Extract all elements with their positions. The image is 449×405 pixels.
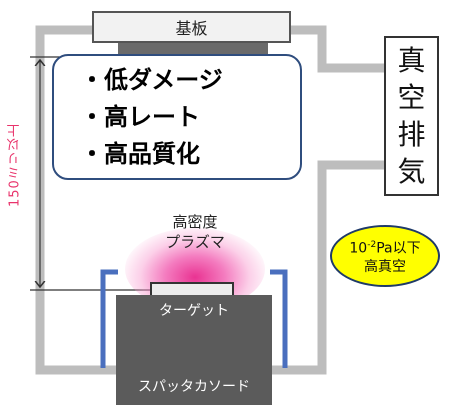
exhaust-char-3: 排 <box>397 117 426 151</box>
cathode-label: スパッタカソード <box>138 379 250 395</box>
vacuum-pressure: 10-2Pa以下 <box>349 240 421 257</box>
exhaust-char-2: 空 <box>397 80 426 114</box>
high-vacuum-badge: 10-2Pa以下 高真空 <box>330 225 440 287</box>
substrate-label: 基板 <box>175 19 208 38</box>
substrate-box: 基板 <box>92 11 291 43</box>
features-callout: ・低ダメージ ・高レート ・高品質化 <box>52 54 302 180</box>
plasma-label-line-2: プラズマ <box>165 233 225 251</box>
distance-label: 150ミリ以上 <box>7 123 23 207</box>
sputter-cathode <box>116 295 272 405</box>
substrate-plate <box>118 43 268 56</box>
vacuum-level: 高真空 <box>364 258 406 275</box>
plasma-label: 高密度 プラズマ <box>120 212 270 252</box>
feature-low-damage: ・低ダメージ <box>80 66 223 94</box>
feature-high-rate: ・高レート <box>80 103 200 131</box>
feature-high-quality: ・高品質化 <box>80 140 200 168</box>
exhaust-char-1: 真 <box>397 43 426 77</box>
plasma-label-line-1: 高密度 <box>172 213 218 231</box>
right-shield <box>270 269 288 368</box>
left-shield <box>100 269 118 368</box>
exhaust-char-4: 気 <box>397 154 426 188</box>
vacuum-exhaust-box: 真 空 排 気 <box>384 36 439 196</box>
target-label: ターゲット <box>159 303 229 319</box>
